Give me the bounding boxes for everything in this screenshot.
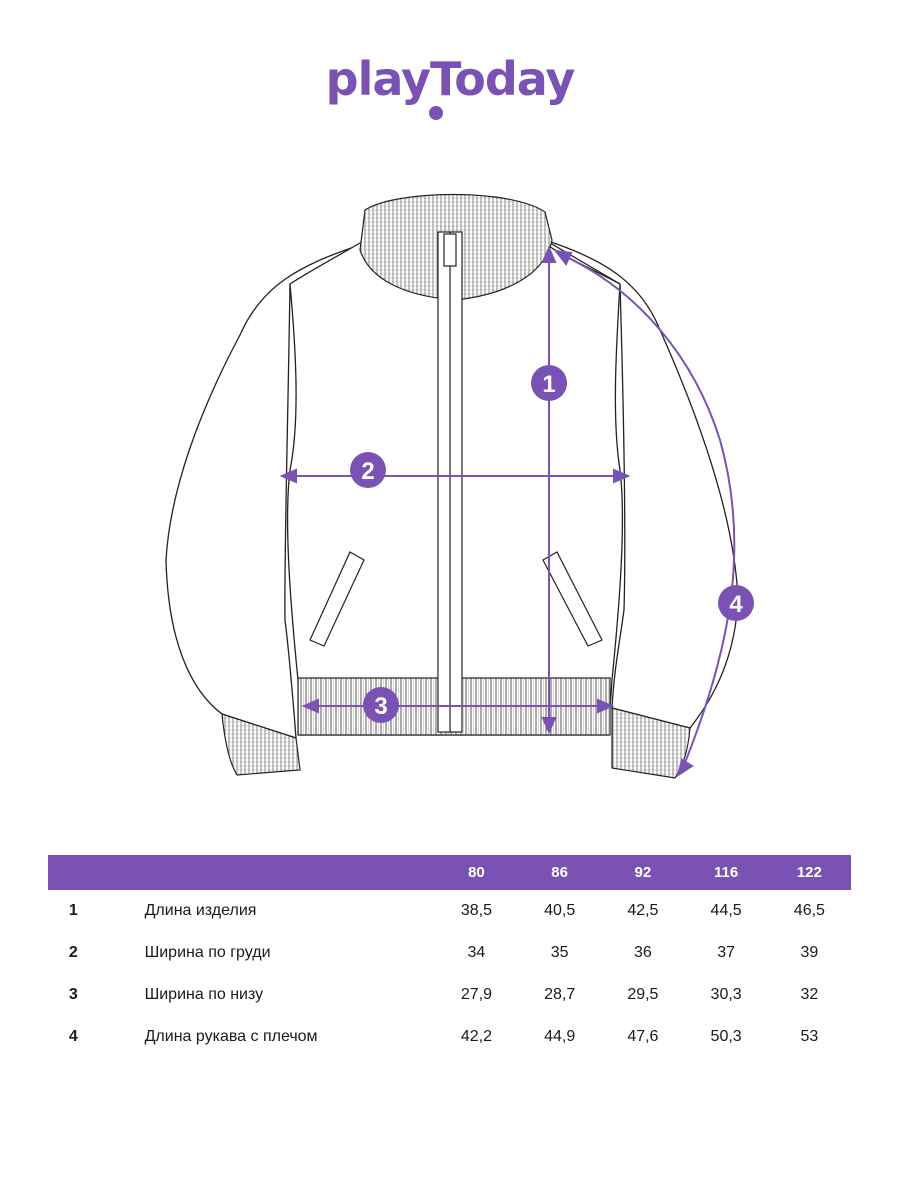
row-label: Длина рукава с плечом (144, 1028, 318, 1045)
table-row: 1 Длина изделия 38,5 40,5 42,5 44,5 46,5 (48, 890, 851, 932)
table-row: 4 Длина рукава с плечом 42,2 44,9 47,6 5… (48, 1016, 851, 1058)
row-value: 53 (800, 1028, 819, 1045)
measurement-lines (279, 245, 736, 778)
row-number: 1 (68, 902, 78, 919)
header-size-92: 92 (634, 864, 652, 881)
row-value: 47,6 (627, 1028, 659, 1045)
header-cell-name (99, 855, 435, 890)
row-number: 2 (68, 944, 78, 961)
row-label: Ширина по низу (144, 986, 264, 1003)
row-value: 40,5 (544, 902, 576, 919)
left-sleeve (165, 244, 361, 739)
row-value: 27,9 (460, 986, 492, 1003)
pockets (309, 551, 603, 647)
header-size-86: 86 (551, 864, 568, 881)
marker-2: 2 (361, 458, 374, 485)
row-value: 44,9 (544, 1028, 576, 1045)
size-table: 80 86 92 116 122 1 Длина изделия 38,5 40… (48, 855, 851, 1058)
row-label: Длина изделия (144, 902, 257, 919)
zipper (437, 231, 463, 733)
brand-logo-text: playToday (325, 52, 576, 106)
table-row: 2 Ширина по груди 34 35 36 37 39 (48, 932, 851, 974)
size-table-header: 80 86 92 116 122 (48, 855, 851, 890)
row-value: 35 (550, 944, 569, 961)
row-value: 38,5 (460, 902, 492, 919)
row-value: 32 (800, 986, 819, 1003)
row-value: 37 (717, 944, 736, 961)
marker-4: 4 (729, 591, 743, 618)
header-cell-num (48, 855, 99, 890)
left-cuff (221, 713, 301, 776)
row-value: 42,2 (460, 1028, 492, 1045)
row-value: 28,7 (544, 986, 576, 1003)
header-size-80: 80 (468, 864, 485, 881)
row-label: Ширина по груди (144, 944, 271, 961)
row-value: 30,3 (710, 986, 742, 1003)
row-number: 3 (68, 986, 78, 1003)
row-value: 42,5 (627, 902, 659, 919)
row-value: 29,5 (627, 986, 659, 1003)
measurement-markers: 1 2 3 4 (350, 365, 754, 723)
row-number: 4 (68, 1028, 78, 1045)
row-value: 34 (467, 944, 486, 961)
row-value: 50,3 (710, 1028, 742, 1045)
jacket-illustration: 1 2 3 4 (165, 193, 754, 779)
table-row: 3 Ширина по низу 27,9 28,7 29,5 30,3 32 (48, 974, 851, 1016)
brand-logo-dot (429, 106, 443, 120)
header-size-122: 122 (796, 864, 822, 881)
brand-logo: playToday (0, 52, 900, 106)
row-value: 39 (800, 944, 819, 961)
marker-3: 3 (374, 693, 387, 720)
header-size-116: 116 (714, 864, 739, 881)
row-value: 36 (633, 944, 652, 961)
marker-1: 1 (542, 371, 555, 398)
row-value: 44,5 (710, 902, 742, 919)
row-value: 46,5 (793, 902, 825, 919)
